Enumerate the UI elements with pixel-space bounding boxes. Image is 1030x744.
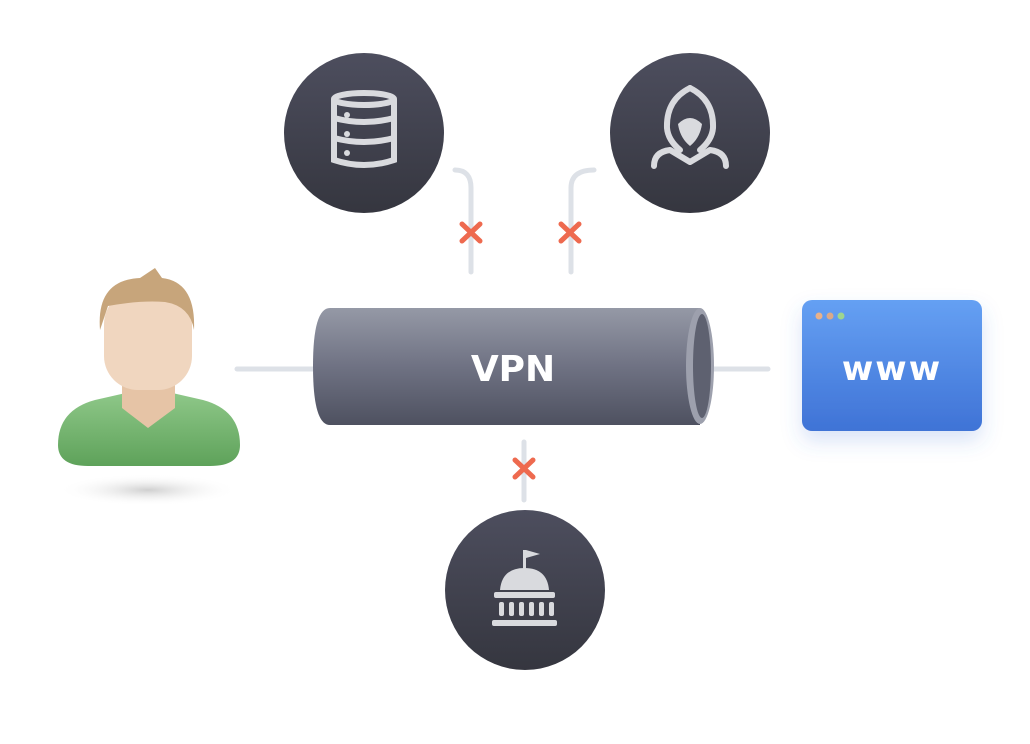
blocked-x-icon (558, 221, 582, 244)
database-icon (331, 90, 397, 168)
website-browser: www (802, 300, 982, 431)
blocked-marks (459, 221, 582, 480)
line-database (452, 167, 474, 275)
www-label: www (842, 349, 942, 389)
database-node (284, 53, 444, 213)
line-hacker (568, 167, 597, 275)
blocked-x-icon (459, 221, 483, 244)
window-dot (837, 312, 845, 320)
blocked-x-icon (512, 457, 536, 480)
government-node (445, 510, 605, 670)
window-dot (826, 312, 834, 320)
hacker-icon (651, 85, 729, 169)
window-dot (815, 312, 823, 320)
government-building-icon (492, 550, 557, 626)
hacker-node (610, 53, 770, 213)
vpn-label: VPN (471, 349, 555, 390)
user-avatar (58, 268, 240, 506)
vpn-tunnel: VPN (313, 308, 714, 425)
